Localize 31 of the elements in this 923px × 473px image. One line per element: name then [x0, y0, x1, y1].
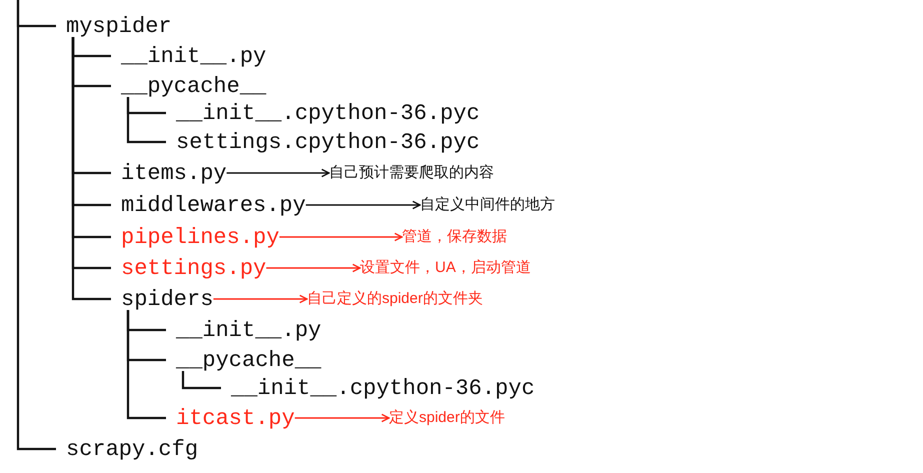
file-name: pipelines.py	[121, 224, 280, 252]
file-name: __pycache__	[176, 346, 322, 374]
file-name: myspider	[66, 12, 172, 40]
annotation-text: 自己预计需要爬取的内容	[329, 162, 494, 183]
file-name: __init__.py	[121, 42, 266, 70]
file-name: settings.cpython-36.pyc	[176, 128, 480, 156]
annotation-text: 自己定义的spider的文件夹	[307, 288, 483, 309]
annotation-text: 管道，保存数据	[402, 226, 507, 247]
annotation-text: 自定义中间件的地方	[420, 194, 555, 215]
file-name: __pycache__	[121, 72, 266, 100]
annotation-text: 定义spider的文件	[389, 408, 505, 428]
arrow	[306, 200, 421, 210]
file-name: middlewares.py	[121, 192, 306, 220]
file-name: scrapy.cfg	[66, 436, 198, 464]
file-name: __init__.py	[176, 316, 322, 344]
tree-connector	[126, 97, 166, 144]
file-name: settings.py	[121, 254, 266, 282]
tree-connector	[16, 0, 56, 450]
file-name: spiders	[121, 286, 214, 314]
arrow	[279, 232, 403, 242]
arrow	[226, 168, 330, 178]
file-name: items.py	[121, 160, 227, 188]
file-name: itcast.py	[176, 404, 295, 432]
arrow	[266, 264, 361, 272]
file-name: __init__.cpython-36.pyc	[176, 100, 480, 128]
file-name: __init__.cpython-36.pyc	[231, 374, 535, 402]
arrow	[213, 294, 308, 304]
tree-connector	[182, 371, 221, 390]
tree-connector	[126, 310, 166, 420]
arrow	[294, 414, 390, 422]
annotation-text: 设置文件，UA，启动管道	[360, 258, 531, 278]
